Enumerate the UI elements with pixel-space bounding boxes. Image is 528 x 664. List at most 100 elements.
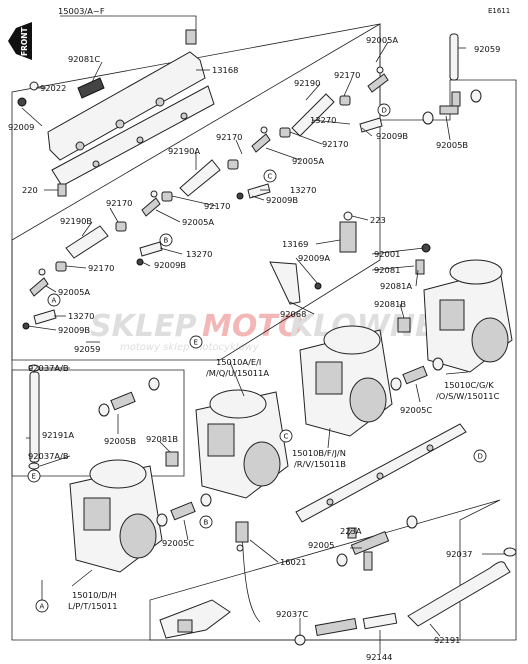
part-label: 92081B [146, 434, 178, 444]
pipe-92191a-part [28, 364, 40, 470]
part-label: 92005A [182, 217, 214, 227]
svg-text:D: D [478, 453, 483, 461]
part-label: 92009B [58, 325, 90, 335]
callout-b-upper: B [159, 233, 173, 247]
svg-text:E: E [32, 473, 36, 481]
part-label: 92009B [376, 131, 408, 141]
tube-92059-part [449, 33, 459, 81]
part-label: 16021 [280, 557, 306, 567]
part-label: 92005 [308, 540, 334, 550]
part-label: 92005C [162, 538, 194, 548]
part-label: 92037 [446, 549, 472, 559]
part-label: 92037A/B [28, 451, 69, 461]
part-label: 13270 [186, 249, 212, 259]
part-label: 92170 [106, 198, 132, 208]
part-label: 92037A/B [28, 363, 69, 373]
callout-a-upper: A [47, 293, 61, 307]
choke-link-stay-part [295, 423, 467, 539]
part-label: 92009 [8, 122, 34, 132]
lower-group-outline [11, 369, 185, 477]
callout-d-lower: D [473, 449, 487, 463]
part-label: /M/Q/U/15011A [206, 368, 269, 378]
vent-hose-parts [55, 93, 351, 272]
part-label: /R/V/15011B [294, 459, 346, 469]
watermark-brand-a: SKLEP [90, 309, 196, 344]
upper-stay-part [17, 29, 215, 197]
front-label: FRONT [20, 26, 29, 56]
watermark-tagline: motowy sklep motocyklowy [120, 342, 260, 353]
part-label: 92068 [280, 309, 306, 319]
part-label: 92190B [60, 216, 92, 226]
part-labels: 15003/A~F 13168 92081C 92022 92009 220 9… [8, 6, 500, 662]
svg-text:E: E [194, 339, 198, 347]
part-label: 92190 [294, 78, 320, 88]
callout-c-upper: C [263, 169, 277, 183]
part-label: 220 [22, 185, 38, 195]
leader-lines [21, 15, 506, 654]
part-label: L/P/T/15011 [68, 601, 117, 611]
part-label: 92037C [276, 609, 308, 619]
choke-cable-part [159, 521, 261, 639]
part-label: 15010C/G/K [444, 380, 494, 390]
fitting-92005b-upper-part [422, 89, 482, 125]
svg-text:A: A [40, 603, 45, 611]
diagram-code: E1611 [488, 7, 510, 15]
part-label: 92005A [292, 156, 324, 166]
hose-92191-part [407, 547, 517, 627]
part-label: 92144 [366, 652, 392, 662]
carburetor-left-part [69, 459, 163, 573]
part-label: 223 [370, 215, 386, 225]
svg-text:D: D [382, 107, 387, 115]
part-label: 92170 [322, 139, 348, 149]
carburetor-center-right-part [299, 325, 393, 437]
part-label: 15010B/F/J/N [292, 448, 346, 458]
front-arrow-icon: FRONT [8, 22, 32, 60]
part-label: 92191A [42, 430, 74, 440]
callout-a-lower: A [35, 599, 49, 613]
part-label: 92191 [434, 635, 460, 645]
part-label: /O/S/W/15011C [436, 391, 500, 401]
spring-parts [165, 211, 431, 467]
hose-group-outline [11, 23, 381, 361]
callout-c-lower: C [279, 429, 293, 443]
callout-e-upper: E [189, 335, 203, 349]
part-label: 13270 [310, 115, 336, 125]
part-label: 92005B [436, 140, 468, 150]
svg-text:A: A [52, 297, 57, 305]
part-label: 92009A [298, 253, 330, 263]
carburetor-right-part [423, 259, 513, 373]
watermark-brand-b: MOTO [202, 309, 303, 344]
svg-text:B: B [164, 237, 169, 245]
part-label: 92081C [68, 54, 100, 64]
part-label: 92081B [374, 299, 406, 309]
part-label: 13270 [68, 311, 94, 321]
cable-group-outline [149, 499, 501, 641]
callout-b-lower: B [199, 515, 213, 529]
part-label: 15010A/E/I [216, 357, 261, 367]
part-label: 92001 [374, 249, 400, 259]
part-label: 92170 [88, 263, 114, 273]
joint-92005-part [336, 515, 418, 571]
part-label: 15010/D/H [72, 590, 117, 600]
part-label: 92170 [334, 70, 360, 80]
part-label: 92005A [58, 287, 90, 297]
part-label: 13169 [282, 239, 308, 249]
callout-d-upper: D [377, 103, 391, 117]
part-label: 92059 [74, 344, 100, 354]
part-label: 92009B [266, 195, 298, 205]
fuel-fittings-parts [98, 357, 444, 527]
callout-e-lower: E [27, 469, 41, 483]
part-label: 92005B [104, 436, 136, 446]
part-label: 13168 [212, 65, 238, 75]
part-label: 92170 [204, 201, 230, 211]
part-label: 92059 [474, 44, 500, 54]
part-label: 15003/A~F [58, 6, 105, 16]
svg-text:C: C [284, 433, 289, 441]
svg-text:B: B [204, 519, 209, 527]
part-label: 92009B [154, 260, 186, 270]
part-label: 92022 [40, 83, 66, 93]
part-label: 92005C [400, 405, 432, 415]
carburetor-center-left-part [195, 389, 289, 499]
t-fitting-parts [22, 66, 389, 330]
part-label: 92170 [216, 132, 242, 142]
